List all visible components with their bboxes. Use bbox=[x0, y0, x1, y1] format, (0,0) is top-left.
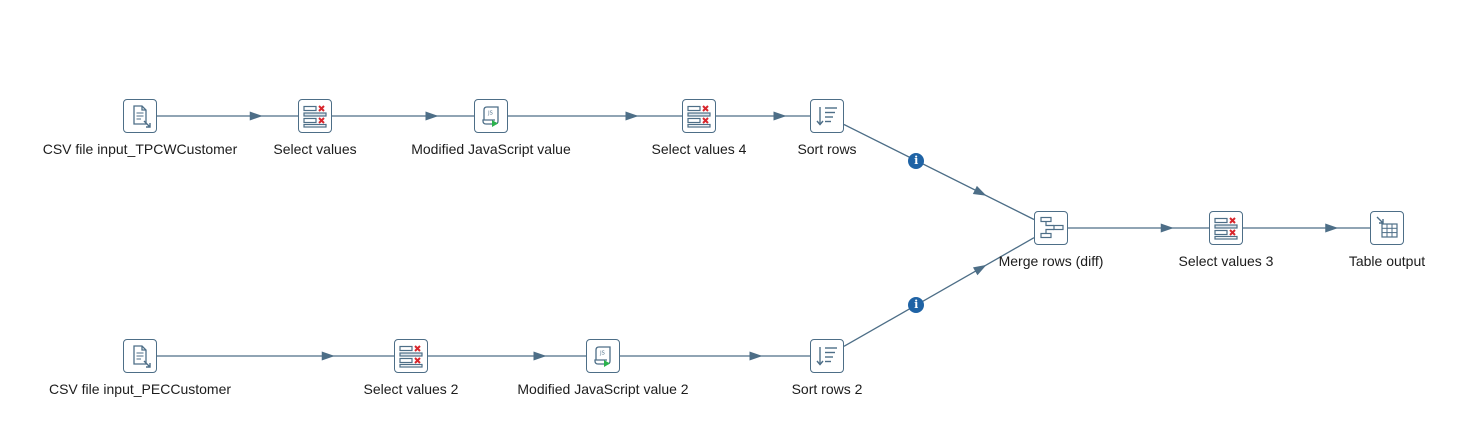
svg-text:JS: JS bbox=[599, 351, 605, 357]
hop-arrow-icon bbox=[1325, 223, 1339, 233]
hop-arrow-icon bbox=[773, 111, 787, 121]
info-icon[interactable]: i bbox=[908, 297, 925, 314]
hop-arrow-icon bbox=[321, 351, 335, 361]
javascript-icon[interactable]: JS bbox=[474, 99, 508, 133]
sort-rows-icon[interactable] bbox=[810, 99, 844, 133]
step-label[interactable]: Select values 4 bbox=[651, 141, 747, 157]
hop-arrow-icon bbox=[749, 351, 763, 361]
select-values-icon[interactable] bbox=[394, 339, 428, 373]
csv-file-input-icon[interactable] bbox=[123, 99, 157, 133]
sort-rows-icon[interactable] bbox=[810, 339, 844, 373]
step-label[interactable]: Select values 2 bbox=[363, 381, 459, 397]
step-label[interactable]: Modified JavaScript value 2 bbox=[517, 381, 689, 397]
hop-sort1-to-merge[interactable] bbox=[843, 123, 1035, 221]
hop-arrow-icon bbox=[249, 111, 263, 121]
step-label[interactable]: Merge rows (diff) bbox=[998, 253, 1104, 269]
select-values-icon[interactable] bbox=[1209, 211, 1243, 245]
step-label[interactable]: Sort rows 2 bbox=[791, 381, 863, 397]
csv-file-input-icon[interactable] bbox=[123, 339, 157, 373]
javascript-icon[interactable]: JS bbox=[586, 339, 620, 373]
hop-arrow-icon bbox=[625, 111, 639, 121]
hop-arrow-icon bbox=[972, 185, 987, 196]
step-label[interactable]: Select values bbox=[273, 141, 357, 157]
step-label[interactable]: CSV file input_PECCustomer bbox=[48, 381, 232, 397]
step-label[interactable]: CSV file input_TPCWCustomer bbox=[42, 141, 238, 157]
info-icon[interactable]: i bbox=[908, 152, 925, 169]
select-values-icon[interactable] bbox=[298, 99, 332, 133]
hop-arrow-icon bbox=[1160, 223, 1174, 233]
svg-text:JS: JS bbox=[487, 111, 493, 117]
table-output-icon[interactable] bbox=[1370, 211, 1404, 245]
merge-rows-icon[interactable] bbox=[1034, 211, 1068, 245]
hop-arrow-icon bbox=[533, 351, 547, 361]
step-label[interactable]: Table output bbox=[1348, 253, 1426, 269]
hop-arrow-icon bbox=[425, 111, 439, 121]
step-label[interactable]: Select values 3 bbox=[1178, 253, 1274, 269]
hop-sort2-to-merge[interactable] bbox=[843, 237, 1035, 347]
step-label[interactable]: Modified JavaScript value bbox=[411, 141, 571, 157]
hop-arrow-icon bbox=[972, 264, 987, 276]
select-values-icon[interactable] bbox=[682, 99, 716, 133]
step-label[interactable]: Sort rows bbox=[797, 141, 857, 157]
